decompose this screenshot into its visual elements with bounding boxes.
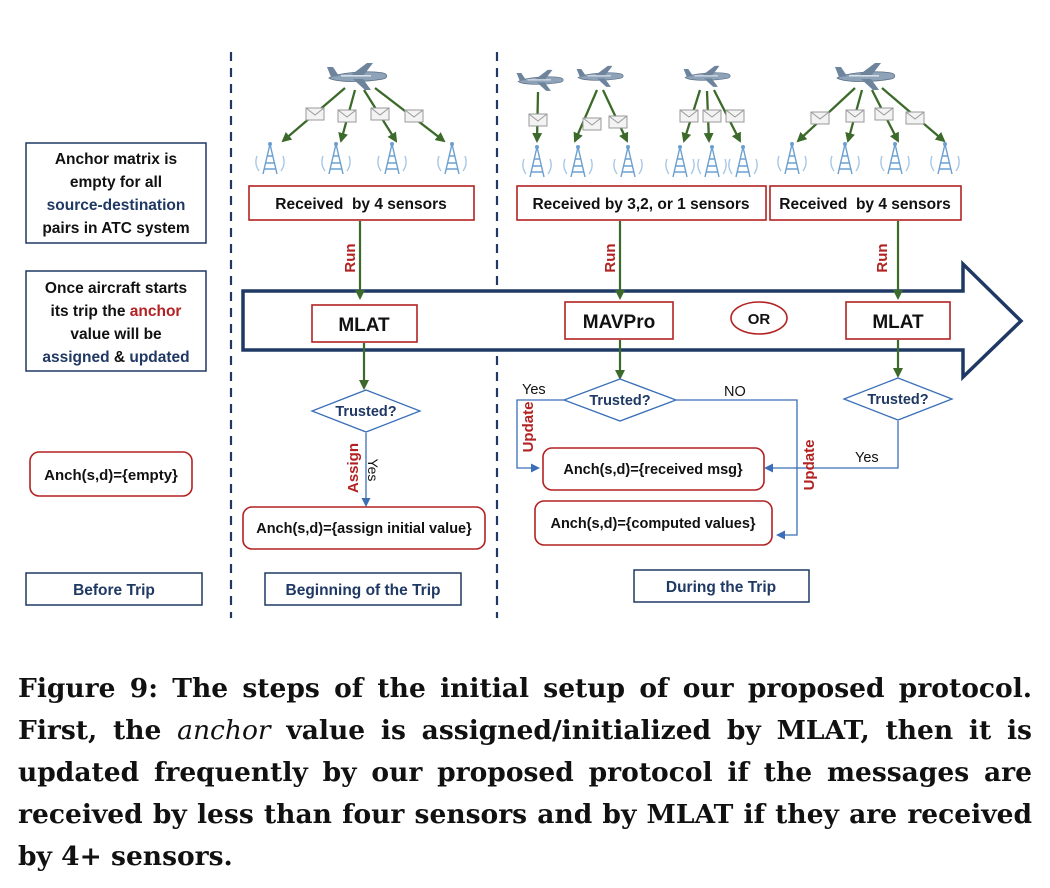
antenna-tower-icon <box>830 141 860 175</box>
antenna-tower-icon <box>613 144 643 178</box>
note-line: pairs in ATC system <box>42 220 189 237</box>
run-label: Run <box>602 243 619 272</box>
caption-text: value is assigned/initialized by MLAT, t… <box>18 715 1032 872</box>
no-label: NO <box>724 384 746 400</box>
update-label: Update <box>520 402 537 453</box>
note-line: assigned & updated <box>42 349 189 366</box>
note-aircraft-trip: Once aircraft starts its trip the anchor… <box>25 270 207 372</box>
airplane-icon <box>683 65 731 88</box>
airplane-icon <box>576 65 624 88</box>
caption-text: Figure 9: The steps of the initial setup… <box>18 673 1032 746</box>
antenna-tower-icon <box>437 141 467 175</box>
phase-during-trip: During the Trip <box>633 569 810 603</box>
envelope-icon <box>725 109 745 123</box>
svg-text:Before Trip: Before Trip <box>73 582 155 599</box>
antenna-tower-icon <box>777 141 807 175</box>
svg-text:Received by 4 sensors: Received by 4 sensors <box>275 196 446 213</box>
trusted-decision-1: Trusted? <box>310 389 422 433</box>
yes-label: Yes <box>855 450 879 466</box>
antenna-tower-icon <box>377 141 407 175</box>
svg-text:Trusted?: Trusted? <box>867 392 928 408</box>
svg-text:Beginning of the Trip: Beginning of the Trip <box>286 582 441 599</box>
svg-text:Anch(s,d)={assign initial valu: Anch(s,d)={assign initial value} <box>256 521 472 537</box>
antenna-tower-icon <box>255 141 285 175</box>
svg-text:Trusted?: Trusted? <box>335 404 396 420</box>
svg-text:MLAT: MLAT <box>872 312 924 333</box>
or-ellipse: OR <box>730 301 788 335</box>
note-anchor-matrix: Anchor matrix is empty for all source-de… <box>25 142 207 244</box>
note-line: its trip the anchor <box>51 303 182 320</box>
envelope-icon <box>608 115 628 129</box>
computed-values-box: Anch(s,d)={computed values} <box>534 500 773 546</box>
update-connector-yes <box>516 399 564 473</box>
envelope-icon <box>702 109 722 123</box>
antenna-tower-icon <box>697 144 727 178</box>
antenna-tower-icon <box>880 141 910 175</box>
antenna-tower-icon <box>321 141 351 175</box>
run-label: Run <box>342 243 359 272</box>
note-line: source-destination <box>47 197 186 214</box>
trusted-decision-2: Trusted? <box>562 378 678 422</box>
update-label: Update <box>801 440 818 491</box>
svg-text:Received by 3,2, or 1 sensors: Received by 3,2, or 1 sensors <box>532 196 749 213</box>
phase-beginning-trip: Beginning of the Trip <box>264 572 462 606</box>
envelope-icon <box>370 107 390 121</box>
aircraft-group-3 <box>777 62 960 175</box>
svg-text:Trusted?: Trusted? <box>589 393 650 409</box>
svg-text:Anch(s,d)={empty}: Anch(s,d)={empty} <box>44 467 178 484</box>
airplane-icon <box>516 69 564 92</box>
envelope-icon <box>874 107 894 121</box>
envelope-icon <box>582 117 602 131</box>
svg-text:MAVPro: MAVPro <box>583 312 655 333</box>
yes-connector <box>764 421 899 473</box>
antenna-tower-icon <box>728 144 758 178</box>
anchor-empty-box: Anch(s,d)={empty} <box>29 451 193 497</box>
sensor-box-321: Received by 3,2, or 1 sensors <box>516 185 767 221</box>
aircraft-group-2 <box>516 65 758 178</box>
assign-label: Assign <box>345 443 362 493</box>
envelope-icon <box>337 109 357 123</box>
yes-label: Yes <box>522 382 546 398</box>
sensor-box-4-second: Received by 4 sensors <box>769 185 962 221</box>
note-line: value will be <box>70 326 162 343</box>
envelope-icon <box>810 111 830 125</box>
antenna-tower-icon <box>930 141 960 175</box>
airplane-icon <box>326 62 388 91</box>
aircraft-group-1 <box>255 62 467 175</box>
mavpro-box: MAVPro <box>564 301 674 340</box>
sensor-box-4-first: Received by 4 sensors <box>248 185 475 221</box>
envelope-icon <box>305 107 325 121</box>
mlat-box-second: MLAT <box>845 301 951 340</box>
svg-text:Anch(s,d)={received msg}: Anch(s,d)={received msg} <box>563 462 743 478</box>
note-line: empty for all <box>70 174 162 191</box>
trusted-decision-3: Trusted? <box>842 377 954 421</box>
caption-italic: anchor <box>177 715 271 746</box>
airplane-icon <box>834 62 896 91</box>
antenna-tower-icon <box>563 144 593 178</box>
figure-caption: Figure 9: The steps of the initial setup… <box>18 668 1032 878</box>
svg-text:OR: OR <box>748 311 771 328</box>
envelope-icon <box>679 109 699 123</box>
received-msg-box: Anch(s,d)={received msg} <box>542 447 765 491</box>
envelope-icon <box>845 109 865 123</box>
envelope-icon <box>404 109 424 123</box>
phase-before-trip: Before Trip <box>25 572 203 606</box>
antenna-tower-icon <box>665 144 695 178</box>
svg-text:Anch(s,d)={computed values}: Anch(s,d)={computed values} <box>550 516 755 532</box>
note-line: Anchor matrix is <box>55 151 177 168</box>
svg-text:Received by 4 sensors: Received by 4 sensors <box>779 196 950 213</box>
envelope-icon <box>905 111 925 125</box>
assign-initial-box: Anch(s,d)={assign initial value} <box>242 506 486 550</box>
mlat-box-first: MLAT <box>311 304 418 343</box>
yes-label: Yes <box>365 459 381 482</box>
envelope-icon <box>528 113 548 127</box>
antenna-tower-icon <box>522 144 552 178</box>
note-line: Once aircraft starts <box>45 280 187 297</box>
svg-text:MLAT: MLAT <box>338 315 390 336</box>
svg-text:During the Trip: During the Trip <box>666 579 776 596</box>
run-label: Run <box>874 243 891 272</box>
